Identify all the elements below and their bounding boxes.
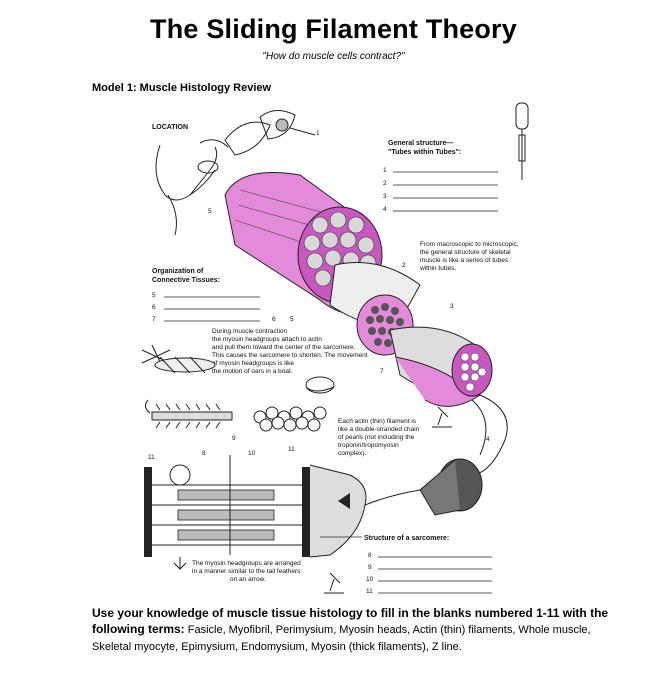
general-structure-subtitle: "Tubes within Tubes": xyxy=(388,149,461,156)
diagram-number-11b: 11 xyxy=(288,446,295,453)
macro-note-line: From macroscopic to microscopic, xyxy=(420,241,519,248)
microscope-icon xyxy=(324,406,452,594)
sarcomere-title: Structure of a sarcomere: xyxy=(364,535,449,542)
diagram-number-1: 1 xyxy=(316,130,320,137)
general-structure-blanks: 1 2 3 4 xyxy=(383,167,498,213)
contraction-note-line: of myosin headgroups is like xyxy=(212,360,294,367)
blank-number-2: 2 xyxy=(383,180,387,187)
location-label: LOCATION xyxy=(152,124,188,131)
muscle-histology-figure: LOCATION 1 5 5 xyxy=(141,102,529,595)
model-heading: Model 1: Muscle Histology Review xyxy=(92,82,272,94)
macro-note-line: within tubes. xyxy=(419,265,456,272)
myosin-note: The myosin headgroups are arranged in a … xyxy=(173,557,301,583)
myosin-oars-illustration xyxy=(141,344,216,374)
instructions-terms: Fasicle, Myofibril, Perimysium, Myosin h… xyxy=(92,624,591,653)
diagram-number-5b: 5 xyxy=(290,316,294,323)
actin-note-line: complex). xyxy=(338,450,366,457)
contraction-note-line: the motion of oars in a boat. xyxy=(212,368,293,375)
diagram-number-7: 7 xyxy=(380,368,384,375)
blank-number-7: 7 xyxy=(152,316,156,323)
contraction-note-line: During muscle contraction xyxy=(212,328,288,335)
contraction-note-line: the myosin headgroups attach to actin xyxy=(212,336,322,343)
connective-subtitle: Connective Tissues: xyxy=(152,277,220,284)
connective-title: Organization of xyxy=(152,268,204,275)
diagram-number-11a: 11 xyxy=(148,454,155,461)
instructions: Use your knowledge of muscle tissue hist… xyxy=(92,605,612,655)
sarcomere-diagram xyxy=(144,455,421,558)
contraction-note-line: and pull them toward the center of the s… xyxy=(212,344,356,351)
diagram-number-2: 2 xyxy=(402,262,406,269)
blank-number-1: 1 xyxy=(383,167,387,174)
actin-note-line: Each actin (thin) filament is xyxy=(338,418,417,425)
blank-number-6: 6 xyxy=(152,304,156,311)
blank-number-3: 3 xyxy=(383,193,387,200)
page-subtitle: "How do muscle cells contract?" xyxy=(262,51,405,62)
actin-note: Each actin (thin) filament is like a dou… xyxy=(338,418,420,457)
actin-note-line: troponin/tropomyosin xyxy=(338,442,399,449)
blank-number-9: 9 xyxy=(368,564,372,571)
test-tube-icon xyxy=(515,102,529,180)
diagram-number-3: 3 xyxy=(450,303,454,310)
macro-note-line: the general structure of skeletal xyxy=(420,249,511,256)
sarcomere-blanks: 8 9 10 11 xyxy=(366,552,492,595)
diagram-number-10: 10 xyxy=(248,450,256,457)
myosin-note-line: on an arrow. xyxy=(230,576,266,583)
myosin-note-line: The myosin headgroups are arranged xyxy=(192,560,301,567)
blank-number-4: 4 xyxy=(383,206,387,213)
macro-note-line: muscle is like a series of tubes xyxy=(420,257,509,264)
down-arrow-icon xyxy=(173,557,187,570)
actin-note-line: like a double-stranded chain xyxy=(338,426,420,433)
macro-note: From macroscopic to microscopic, the gen… xyxy=(419,241,519,272)
blank-number-8: 8 xyxy=(368,552,372,559)
contraction-note: During muscle contraction the myosin hea… xyxy=(212,328,368,375)
blank-number-5: 5 xyxy=(152,292,156,299)
seal-illustration xyxy=(305,376,335,394)
diagram-number-6: 6 xyxy=(272,316,276,323)
general-structure-title: General structure— xyxy=(388,140,453,147)
page-title: The Sliding Filament Theory xyxy=(150,14,517,44)
arm-illustration xyxy=(155,139,229,236)
actin-note-line: of pearls (not including the xyxy=(338,434,415,441)
muscle-fiber xyxy=(389,326,493,407)
connective-blanks: 5 6 7 xyxy=(152,292,260,323)
myosin-note-line: in a manner similar to the tail feathers xyxy=(192,568,301,575)
diagram-number-8: 8 xyxy=(202,450,206,457)
blank-number-10: 10 xyxy=(366,576,374,583)
diagram-number-5a: 5 xyxy=(208,208,212,215)
myosin-thick-filament-illustration xyxy=(144,399,233,429)
instructions-bold: Use your knowledge of muscle tissue hist… xyxy=(92,606,609,636)
myofibril xyxy=(419,394,508,516)
contraction-note-line: This causes the sarcomere to shorten. Th… xyxy=(212,352,368,359)
actin-filament-illustration xyxy=(253,406,327,432)
diagram-number-4: 4 xyxy=(486,436,490,443)
diagram-number-9: 9 xyxy=(232,435,236,442)
muscle-sketch xyxy=(224,110,316,156)
blank-number-11: 11 xyxy=(366,588,373,595)
